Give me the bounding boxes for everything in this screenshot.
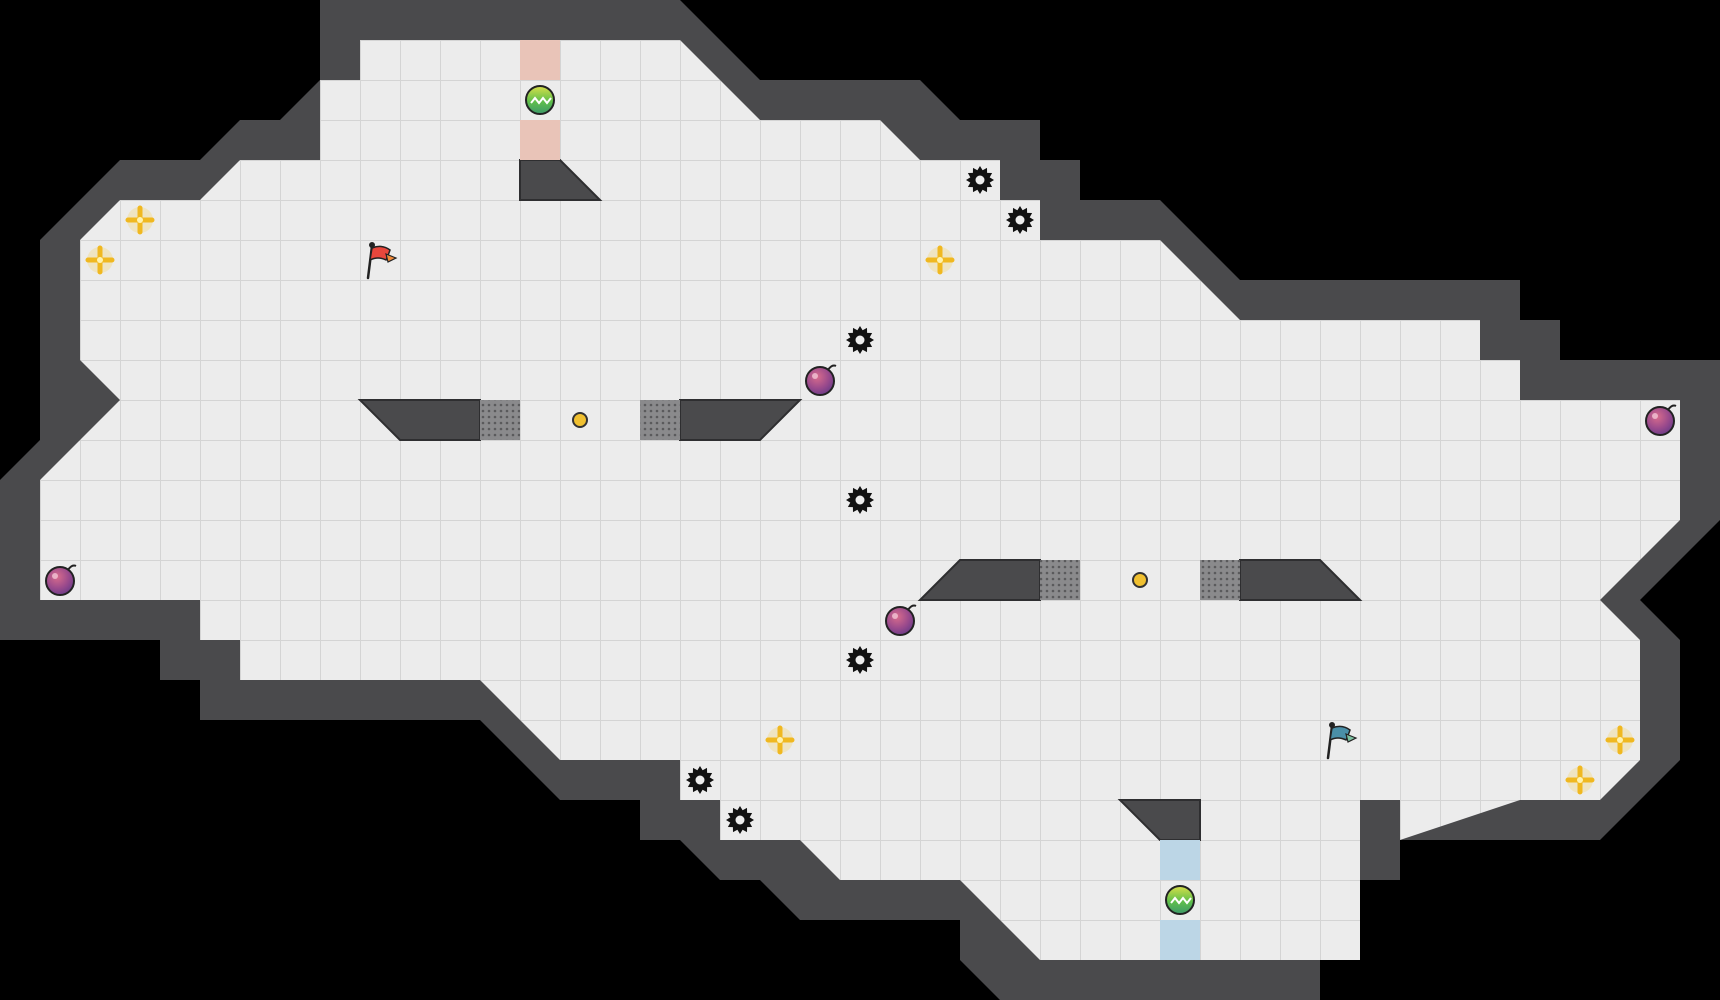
portal-icon bbox=[1160, 840, 1200, 960]
spike-icon bbox=[726, 806, 754, 834]
boost-icon bbox=[925, 245, 955, 275]
spike-icon bbox=[966, 166, 994, 194]
boost-icon bbox=[765, 725, 795, 755]
spike-icon bbox=[1006, 206, 1034, 234]
gate-icon bbox=[480, 400, 520, 440]
gate-icon bbox=[640, 400, 680, 440]
flag-icon bbox=[1326, 722, 1358, 760]
entity-layer bbox=[45, 40, 1677, 960]
bomb-icon bbox=[1645, 404, 1677, 436]
button-icon bbox=[1132, 572, 1148, 588]
spike-icon bbox=[686, 766, 714, 794]
boost-icon bbox=[85, 245, 115, 275]
bomb-icon bbox=[885, 604, 917, 636]
gate-icon bbox=[1200, 560, 1240, 600]
bomb-icon bbox=[45, 564, 77, 596]
spike-icon bbox=[846, 646, 874, 674]
button-icon bbox=[572, 412, 588, 428]
boost-icon bbox=[1565, 765, 1595, 795]
boost-icon bbox=[125, 205, 155, 235]
gate-icon bbox=[1040, 560, 1080, 600]
portal-icon bbox=[520, 40, 560, 160]
spike-icon bbox=[846, 486, 874, 514]
flag-icon bbox=[366, 242, 398, 280]
spike-icon bbox=[846, 326, 874, 354]
boost-icon bbox=[1605, 725, 1635, 755]
bomb-icon bbox=[805, 364, 837, 396]
